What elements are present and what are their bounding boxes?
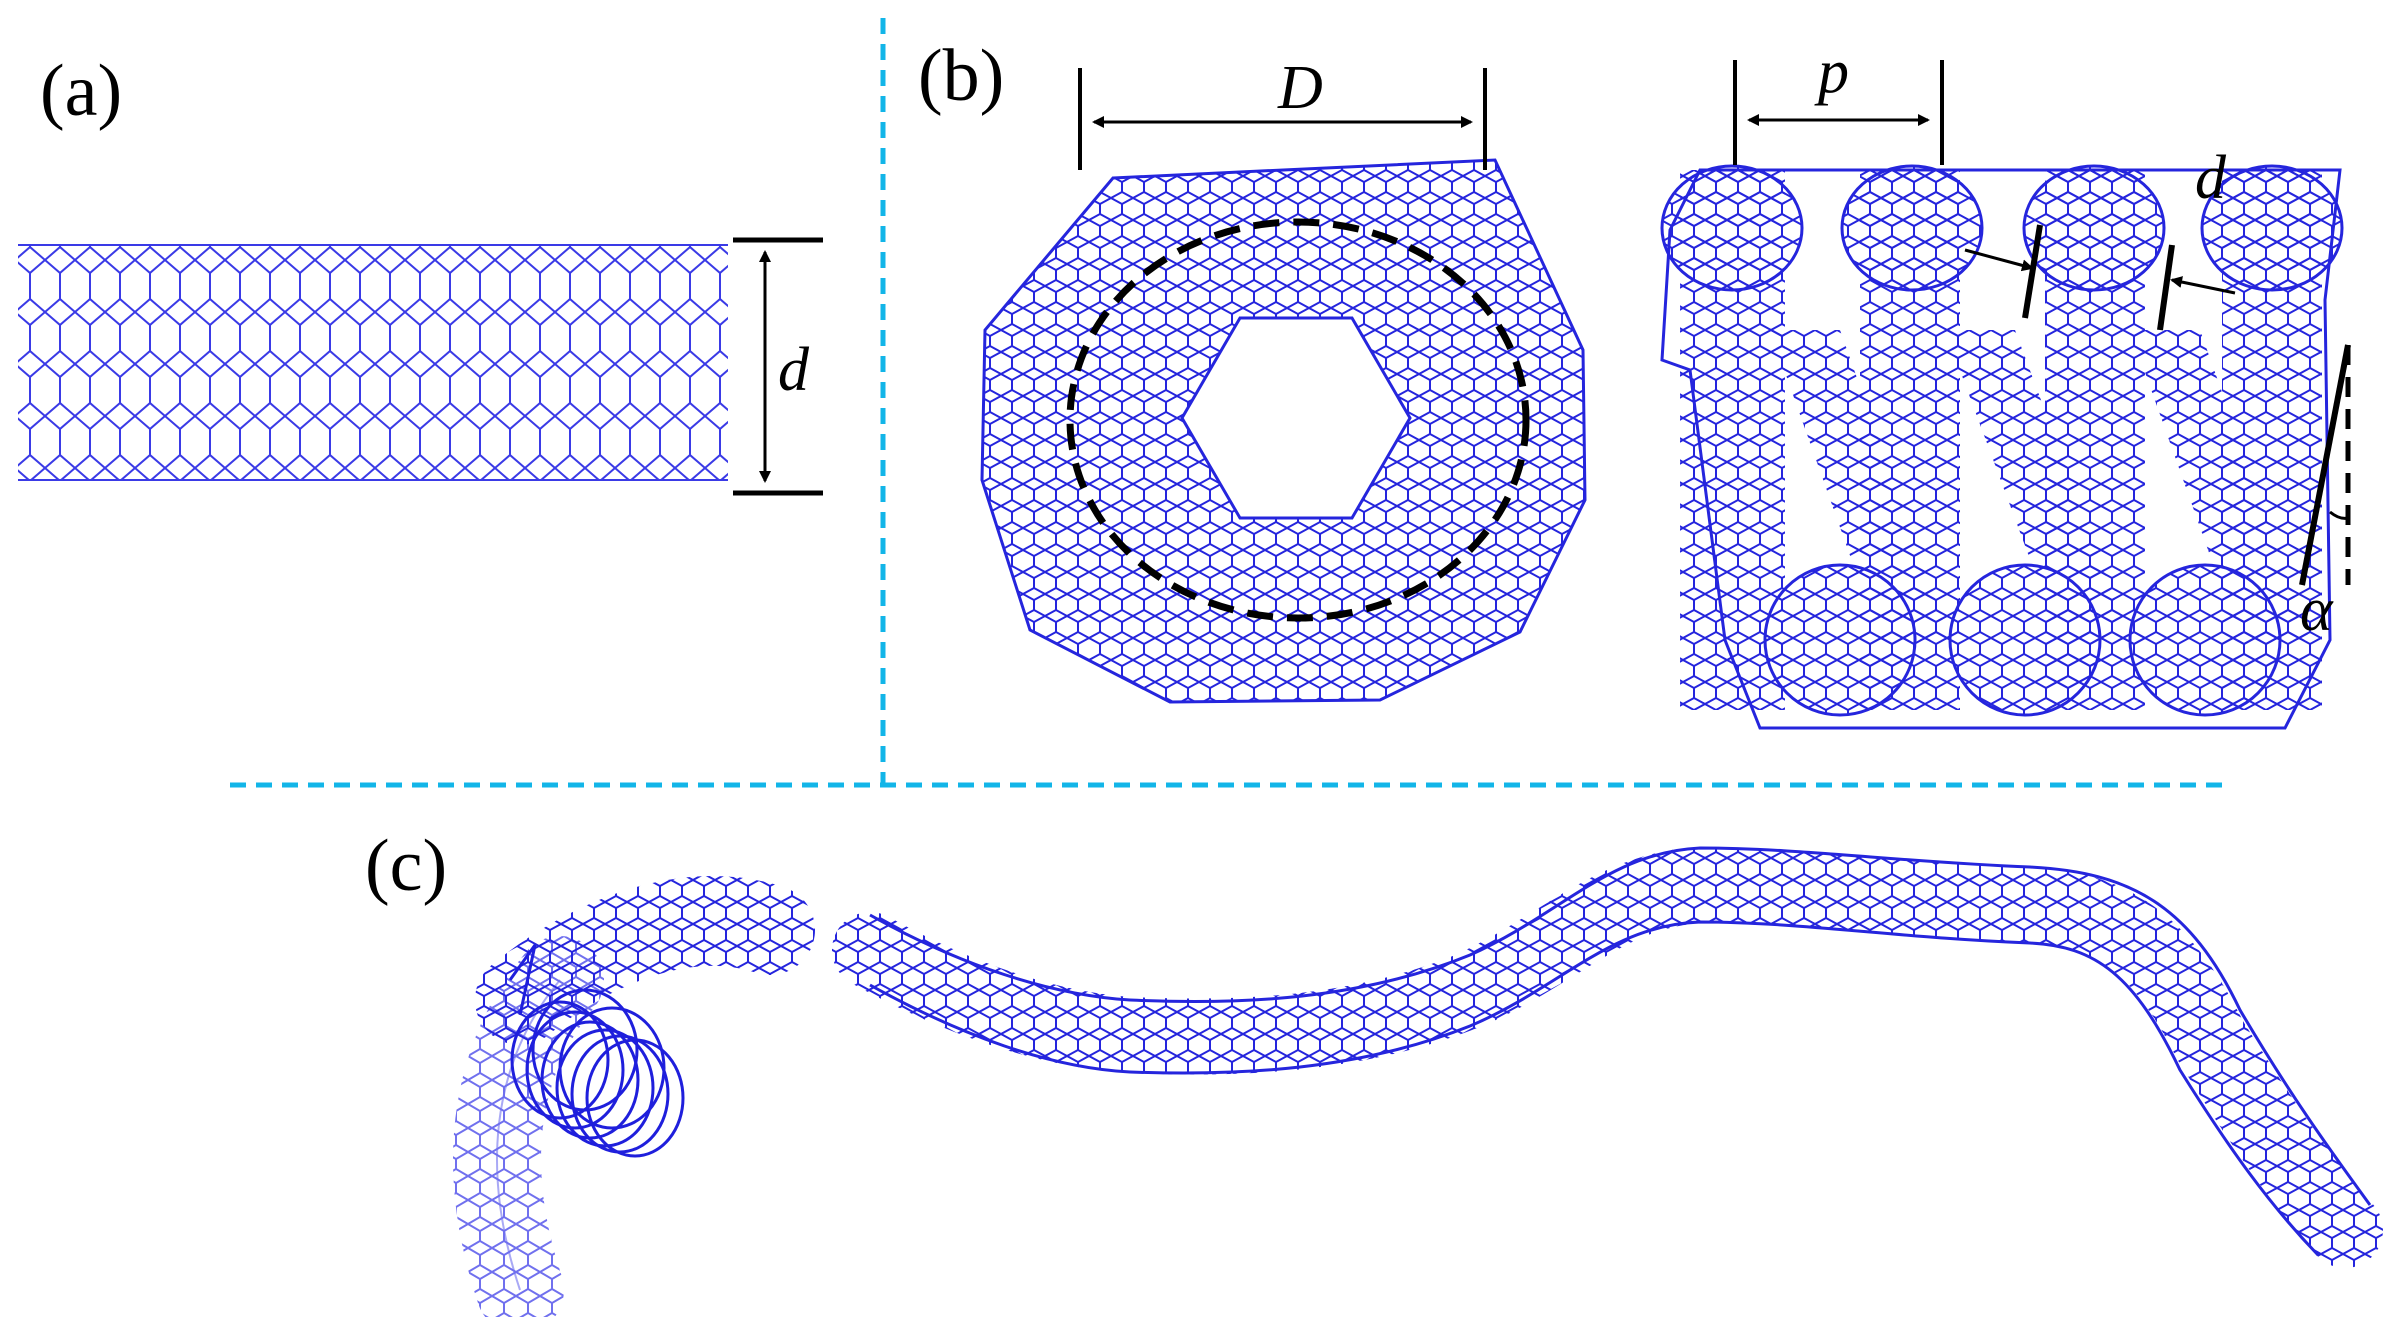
label-D: D [1277, 54, 1323, 122]
panel-c-label: (c) [365, 825, 447, 907]
panel-a: (a) d [18, 50, 823, 496]
panel-a-label: (a) [40, 50, 122, 132]
label-alpha: α [2300, 576, 2334, 644]
panel-b: (b) D [918, 35, 2351, 730]
pitch-marker-p [1733, 60, 1944, 165]
nanotube-wavy [832, 846, 2383, 1268]
diameter-marker-a [733, 237, 823, 496]
panel-c: (c) [365, 825, 2383, 1317]
label-d-a: d [778, 336, 810, 404]
pitch-angle-marker [2299, 344, 2351, 586]
panel-b-label: (b) [918, 35, 1004, 117]
nanotube-straight [18, 244, 728, 481]
nanotube-coil-side [1660, 164, 2344, 730]
nanotube-coil-end-view [453, 876, 815, 1317]
diameter-marker-d-b [1964, 224, 2236, 331]
torus-centerline [1066, 218, 1530, 622]
label-p: p [1814, 38, 1849, 106]
nanotube-torus [960, 140, 1610, 730]
diameter-marker-D [1078, 68, 1487, 170]
label-d-b: d [2195, 144, 2227, 212]
